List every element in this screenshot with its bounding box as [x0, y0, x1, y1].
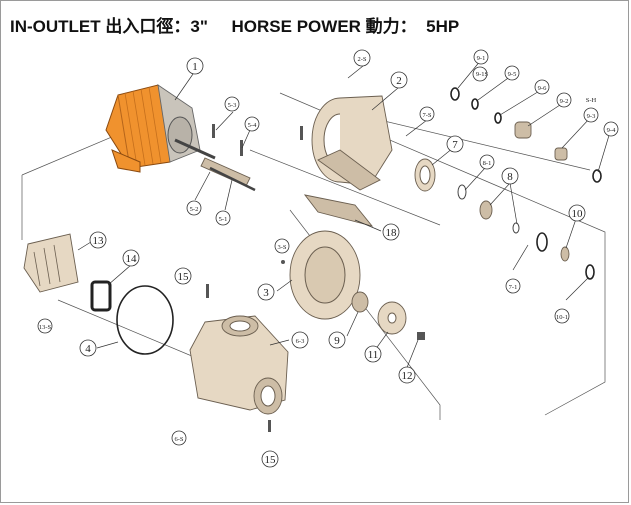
power-value: 5HP	[426, 17, 460, 36]
strainer-cover	[23, 233, 79, 293]
label-7-s: 7-S	[422, 112, 431, 119]
label-12: 12	[402, 370, 413, 382]
label-9-6: 9-6	[538, 85, 547, 92]
label-18: 18	[386, 227, 398, 239]
label-8-1: 8-1	[483, 160, 492, 167]
label-14: 14	[126, 253, 138, 265]
label-5-3: 5-3	[228, 102, 237, 109]
label-9-1s: 9-1S	[476, 71, 489, 78]
impeller	[351, 291, 425, 340]
label-13-s: 13-S	[39, 324, 52, 331]
motor	[105, 84, 216, 173]
label-2: 2	[396, 75, 402, 87]
label-10: 10	[572, 208, 584, 220]
inlet-cjk: 出入口徑	[105, 17, 174, 37]
base-plate	[303, 194, 374, 227]
label-7-1: 7-1	[509, 284, 518, 291]
shaft	[200, 124, 256, 192]
label-4: 4	[85, 343, 91, 355]
label-3-s: 3-S	[277, 244, 286, 251]
pump-casing	[189, 284, 289, 432]
label-2-s: 2-S	[357, 56, 366, 63]
inlet-value: ：3"	[173, 17, 208, 36]
part-labels: 1 2 2-S 5-3 5-4 5-2 5-1 7 7-S 8-1 8 9-1 …	[39, 55, 616, 466]
label-6-3: 6-3	[296, 338, 305, 345]
label-1: 1	[192, 61, 198, 73]
label-5-4: 5-4	[248, 122, 257, 129]
label-9-3: 9-3	[587, 113, 596, 120]
label-6-s: 6-S	[174, 436, 183, 443]
label-15-bottom: 15	[265, 454, 277, 466]
key-5-4	[240, 140, 243, 156]
power-label: HORSE POWER	[231, 17, 361, 36]
label-11: 11	[368, 349, 379, 361]
seal-parts	[414, 158, 595, 280]
key-5-3	[212, 124, 215, 138]
label-5-2: 5-2	[190, 206, 199, 213]
label-10-1: 10-1	[556, 314, 568, 321]
shaft-seal-set	[450, 87, 602, 183]
label-9: 9	[334, 335, 340, 347]
label-8: 8	[507, 171, 513, 183]
label-9-5: 9-5	[508, 71, 517, 78]
inlet-label: IN-OUTLET	[10, 17, 101, 36]
label-9-1: 9-1	[477, 55, 486, 62]
label-7: 7	[452, 139, 458, 151]
label-s-h: S-H	[586, 97, 597, 104]
gasket	[90, 280, 112, 312]
label-9-2: 9-2	[560, 98, 569, 105]
leader-lines	[77, 59, 611, 371]
label-3: 3	[263, 287, 269, 299]
power-cjk: 動力：	[365, 17, 417, 37]
label-15-top: 15	[178, 271, 190, 283]
label-13: 13	[93, 235, 105, 247]
callouts	[37, 49, 619, 468]
label-9-4: 9-4	[607, 127, 616, 134]
bracket	[300, 95, 393, 191]
page-title: IN-OUTLET 出入口徑：3" HORSE POWER 動力： 5HP	[10, 12, 459, 37]
casing-cover	[281, 230, 361, 320]
casing-o-ring	[116, 285, 174, 355]
label-5-1: 5-1	[219, 216, 228, 223]
